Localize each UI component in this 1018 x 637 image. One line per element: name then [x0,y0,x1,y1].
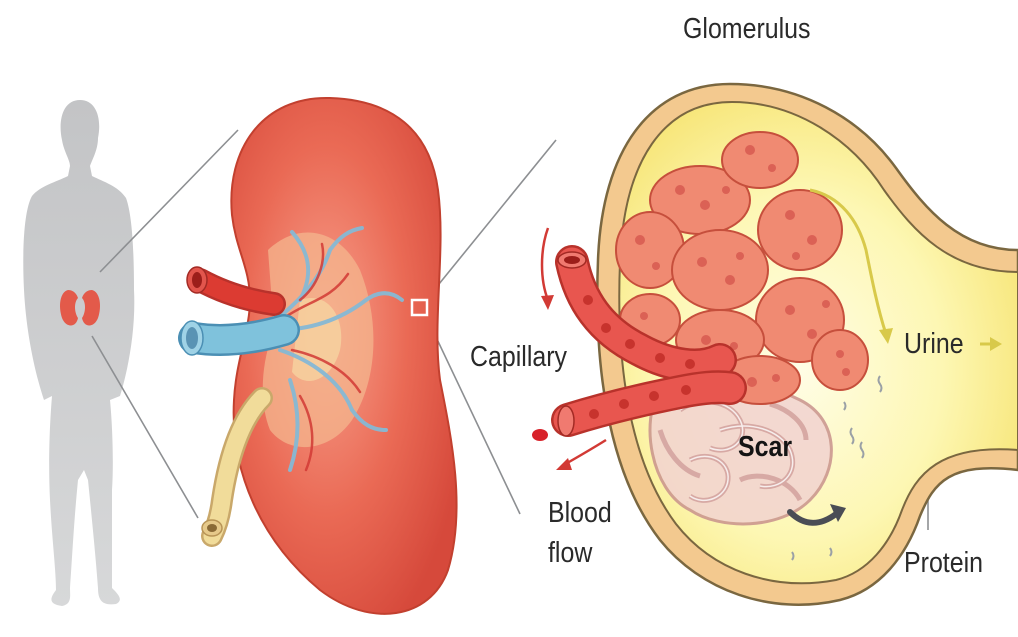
blood-flow-label-line1: Blood [548,498,612,528]
urine-label: Urine [904,329,964,359]
glomerulus-label: Glomerulus [683,14,811,44]
human-silhouette [23,100,134,606]
capillary-label: Capillary [470,342,567,372]
protein-label: Protein [904,548,983,578]
kidney [231,98,456,614]
scar-label: Scar [738,432,792,462]
blood-flow-label-line2: flow [548,538,592,568]
